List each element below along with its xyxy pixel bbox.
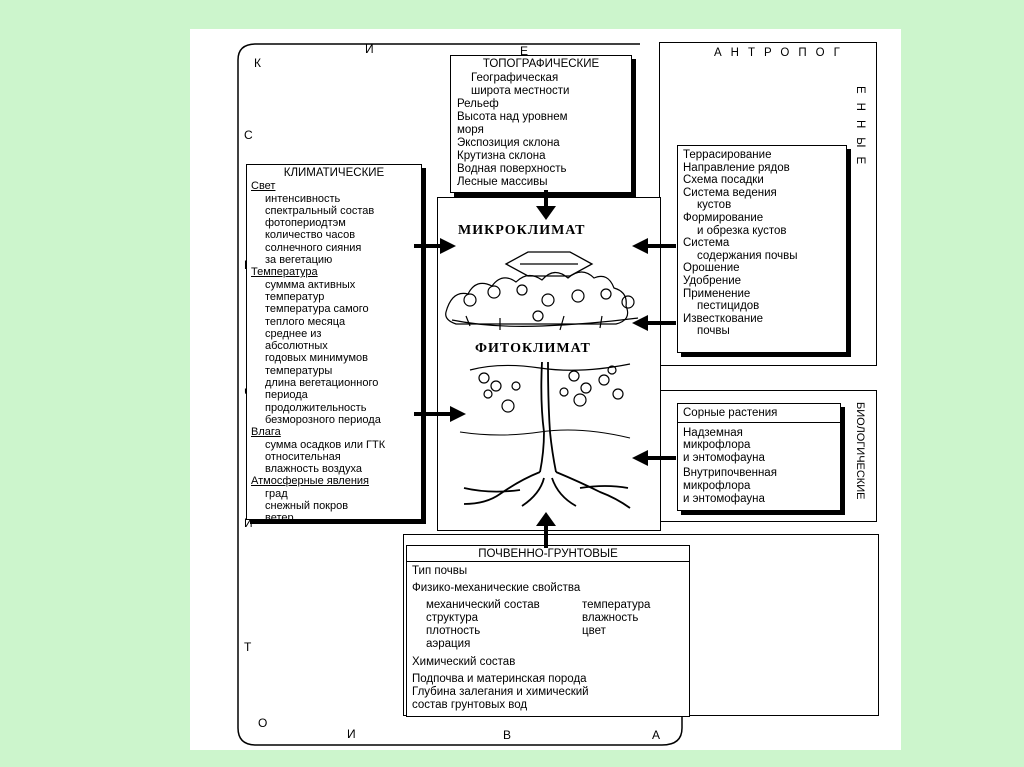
arrow-topographic-down: [536, 190, 556, 220]
plant-trunk: [460, 362, 630, 508]
arrow-climatic-phyto: [414, 406, 466, 422]
arrow-anthropogenic-micro: [632, 238, 676, 254]
grape-clusters: [470, 364, 630, 412]
arrow-anthropogenic-phyto: [632, 315, 676, 331]
canopy-foliage: [446, 272, 638, 330]
arrow-climatic-micro: [414, 238, 456, 254]
arrow-biological: [632, 450, 676, 466]
arrow-soil-up: [536, 512, 556, 548]
